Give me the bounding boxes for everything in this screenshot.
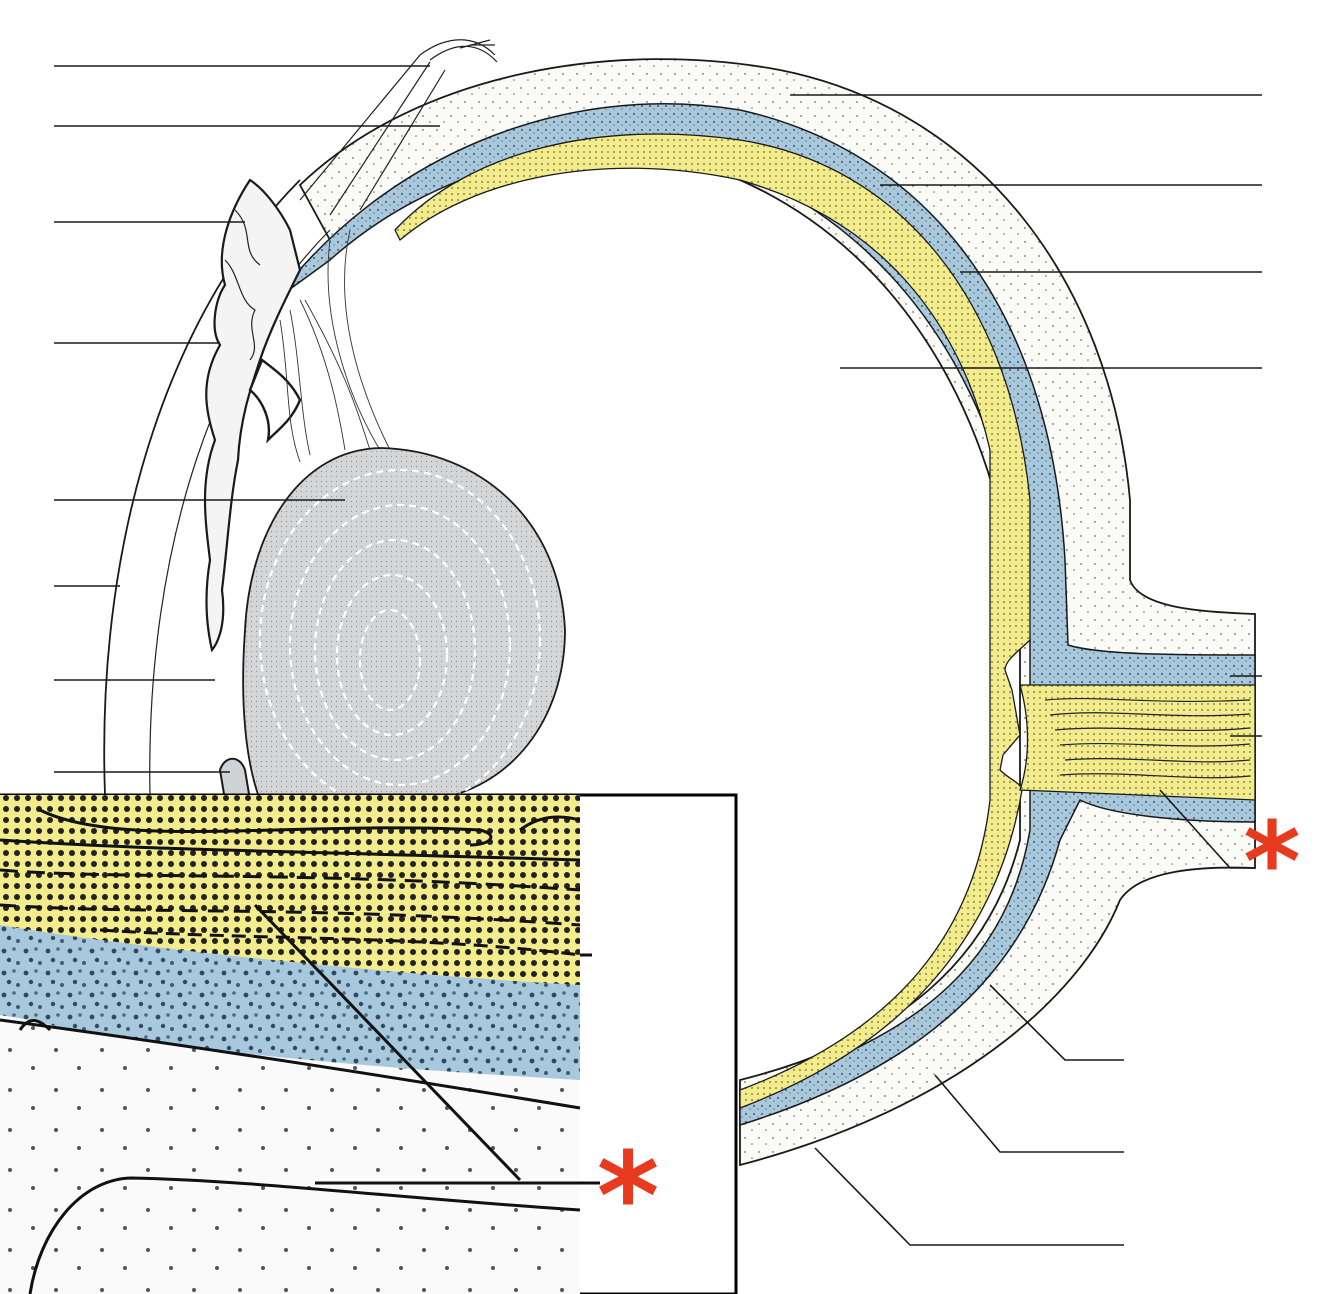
magnified-inset: * xyxy=(0,795,736,1294)
optic-nerve xyxy=(1020,685,1255,800)
leader-line-17 xyxy=(815,1148,1124,1245)
asterisk-icon: * xyxy=(1243,798,1301,926)
inset-asterisk-icon: * xyxy=(597,1128,660,1267)
leader-line-16 xyxy=(935,1075,1124,1152)
lens xyxy=(243,448,565,810)
